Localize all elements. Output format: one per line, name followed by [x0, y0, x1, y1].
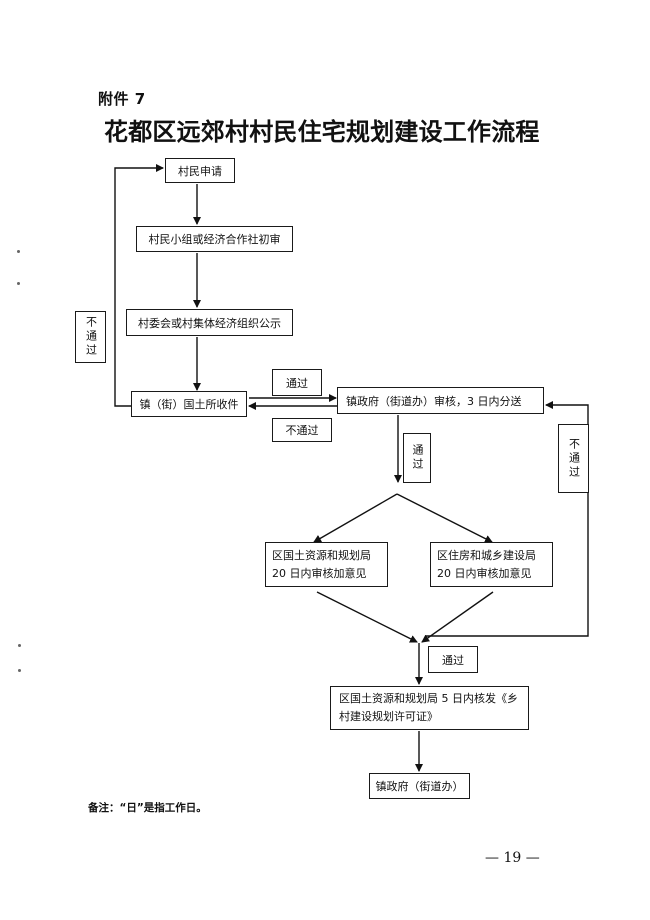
scan-mark — [17, 282, 20, 285]
arrow-merge-left — [316, 591, 418, 643]
node-final: 镇政府（街道办） — [369, 773, 470, 799]
document-title: 花都区远郊村村民住宅规划建设工作流程 — [104, 117, 540, 146]
label-right-reject: 不通过 — [558, 424, 589, 493]
scan-mark — [18, 644, 21, 647]
label-pass-down: 通过 — [403, 433, 431, 483]
footnote: 备注：“日”是指工作日。 — [88, 802, 207, 814]
node-issue-permit: 区国土资源和规划局 5 日内核发《乡村建设规划许可证》 — [330, 686, 529, 730]
page-number: — 19 — — [485, 850, 540, 866]
attachment-label: 附件 7 — [98, 90, 146, 108]
node-initial-review: 村民小组或经济合作社初审 — [136, 226, 293, 252]
arrow-merge-right — [421, 591, 494, 643]
scan-mark — [18, 669, 21, 672]
label-pass-to-permit: 通过 — [428, 646, 478, 673]
node-housing-bureau: 区住房和城乡建设局 20 日内审核加意见 — [430, 542, 553, 587]
scan-mark — [17, 250, 20, 253]
node-town-review: 镇政府（街道办）审核，3 日内分送 — [337, 387, 544, 414]
node-planning-bureau: 区国土资源和规划局 20 日内审核加意见 — [265, 542, 388, 587]
node-publicity: 村委会或村集体经济组织公示 — [126, 309, 293, 336]
label-pass-to-town: 通过 — [272, 369, 322, 396]
arrow-reject-loop-left — [114, 164, 164, 407]
arrow-split-left — [313, 493, 398, 543]
label-reject-to-office: 不通过 — [272, 418, 332, 442]
arrow-split-right — [396, 493, 493, 543]
label-left-reject: 不通过 — [75, 311, 106, 363]
arrow-reject-loop-right — [425, 401, 589, 637]
node-land-office: 镇（街）国土所收件 — [131, 391, 247, 417]
node-apply: 村民申请 — [165, 158, 235, 183]
